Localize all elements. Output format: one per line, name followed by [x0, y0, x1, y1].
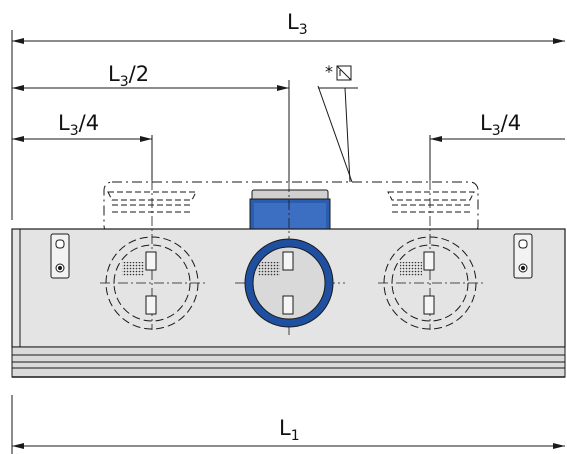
l3-quarter-right-label: L3/4 — [480, 111, 522, 139]
l3-quarter-right-sub: 3 — [491, 123, 501, 139]
l1-sub: 1 — [290, 428, 300, 444]
extension-lines — [11, 30, 431, 454]
l3-half-base: L — [108, 62, 120, 86]
l3-quarter-left-base: L — [58, 111, 70, 135]
center-collar — [249, 189, 331, 234]
l3-base: L — [287, 10, 299, 34]
l3-sub: 3 — [298, 22, 308, 38]
dimension-lines — [12, 38, 565, 449]
l3-half-suffix: /2 — [128, 62, 150, 86]
l1-base: L — [279, 416, 291, 440]
l3-half-sub: 3 — [119, 74, 129, 90]
left-duct-opening — [105, 236, 199, 330]
left-bracket — [50, 233, 70, 279]
note-symbol-box — [336, 65, 352, 81]
right-duct-opening — [383, 236, 477, 330]
l3-quarter-left-label: L3/4 — [58, 111, 100, 139]
note-asterisk: * — [325, 62, 333, 81]
l3-half-label: L3/2 — [108, 62, 150, 90]
l3-quarter-left-sub: 3 — [69, 123, 79, 139]
note-leader — [317, 85, 358, 183]
center-duct-opening — [244, 238, 334, 328]
l3-quarter-right-suffix: /4 — [500, 111, 522, 135]
l1-label: L1 — [279, 416, 300, 444]
l3-quarter-right-base: L — [480, 111, 492, 135]
right-bracket — [513, 233, 533, 279]
l3-quarter-left-suffix: /4 — [78, 111, 100, 135]
right-collar — [387, 191, 475, 213]
l3-label: L3 — [287, 10, 308, 38]
connection-envelope — [103, 181, 479, 235]
